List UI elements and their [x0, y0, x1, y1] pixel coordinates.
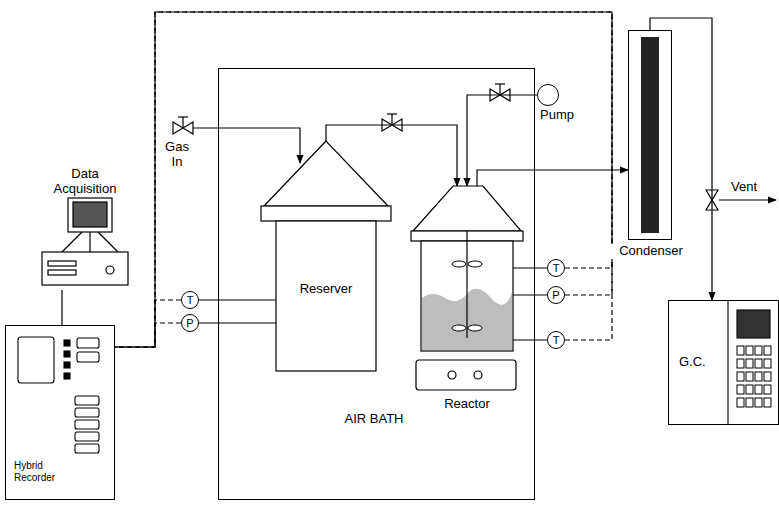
temperature-sensor: T: [547, 331, 565, 349]
key: [764, 372, 771, 381]
pump: Pump: [537, 84, 559, 106]
key: [746, 359, 753, 368]
node-label: G.C.: [679, 355, 729, 370]
pipe-line: [513, 339, 547, 340]
node-label: Reserver: [284, 282, 368, 297]
pressure-sensor: P: [181, 314, 199, 332]
key: [737, 346, 744, 355]
pipe-line: [61, 290, 62, 325]
reserver-vessel: Reserver: [276, 141, 376, 371]
condenser: Condenser: [628, 30, 672, 240]
signal-line: [115, 323, 181, 347]
computer: [42, 198, 128, 285]
node-label: P: [548, 287, 564, 303]
gc-panel: [728, 300, 770, 425]
key: [737, 398, 744, 407]
signal-line: [115, 300, 181, 347]
air-bath-enclosure: AIR BATHReserverReactor: [218, 68, 535, 500]
key: [764, 346, 771, 355]
key: [755, 385, 762, 394]
pipe-line: [199, 299, 276, 300]
key: [746, 372, 753, 381]
node-label: Pump: [540, 108, 590, 123]
vent-label: Vent: [724, 180, 764, 195]
line-valve: [382, 84, 510, 131]
key: [746, 385, 753, 394]
computer-station: Data Acquisition: [35, 165, 135, 290]
key: [764, 385, 771, 394]
key: [737, 385, 744, 394]
pressure-sensor: P: [547, 286, 565, 304]
gas-chromatograph: G.C.: [668, 300, 779, 425]
pipe-line: [477, 170, 628, 186]
node-label: AIR BATH: [319, 412, 429, 427]
node-label: Reactor: [417, 397, 517, 412]
vessel-outline: [421, 186, 513, 351]
temperature-sensor: T: [547, 259, 565, 277]
node-label: Hybrid Recorder: [14, 460, 70, 483]
key: [755, 398, 762, 407]
key: [737, 359, 744, 368]
key: [746, 346, 753, 355]
condenser-core: [641, 37, 659, 233]
key: [764, 359, 771, 368]
reactor-vessel: Reactor: [421, 186, 513, 351]
temperature-sensor: T: [181, 291, 199, 309]
key: [746, 398, 753, 407]
key: [764, 398, 771, 407]
node-label: T: [548, 260, 564, 276]
stirrer-plate: [416, 360, 516, 390]
node-label: T: [182, 292, 198, 308]
gc-keypad: [737, 346, 771, 407]
gas-inlet-label: Gas In: [160, 140, 194, 170]
vessel-outline: [276, 141, 376, 371]
node-label: Data Acquisition: [45, 167, 125, 197]
pipe-line: [199, 322, 276, 323]
hybrid-recorder: Hybrid Recorder: [5, 325, 115, 500]
key: [755, 359, 762, 368]
key: [755, 372, 762, 381]
pipe-line: [513, 267, 547, 268]
node-label: P: [182, 315, 198, 331]
node-label: T: [548, 332, 564, 348]
gas-inlet-valve: [173, 117, 300, 163]
key: [755, 346, 762, 355]
node-label: Condenser: [609, 244, 693, 259]
key: [737, 372, 744, 381]
recorder-panel: [18, 337, 99, 453]
pipe-line: [513, 294, 547, 295]
